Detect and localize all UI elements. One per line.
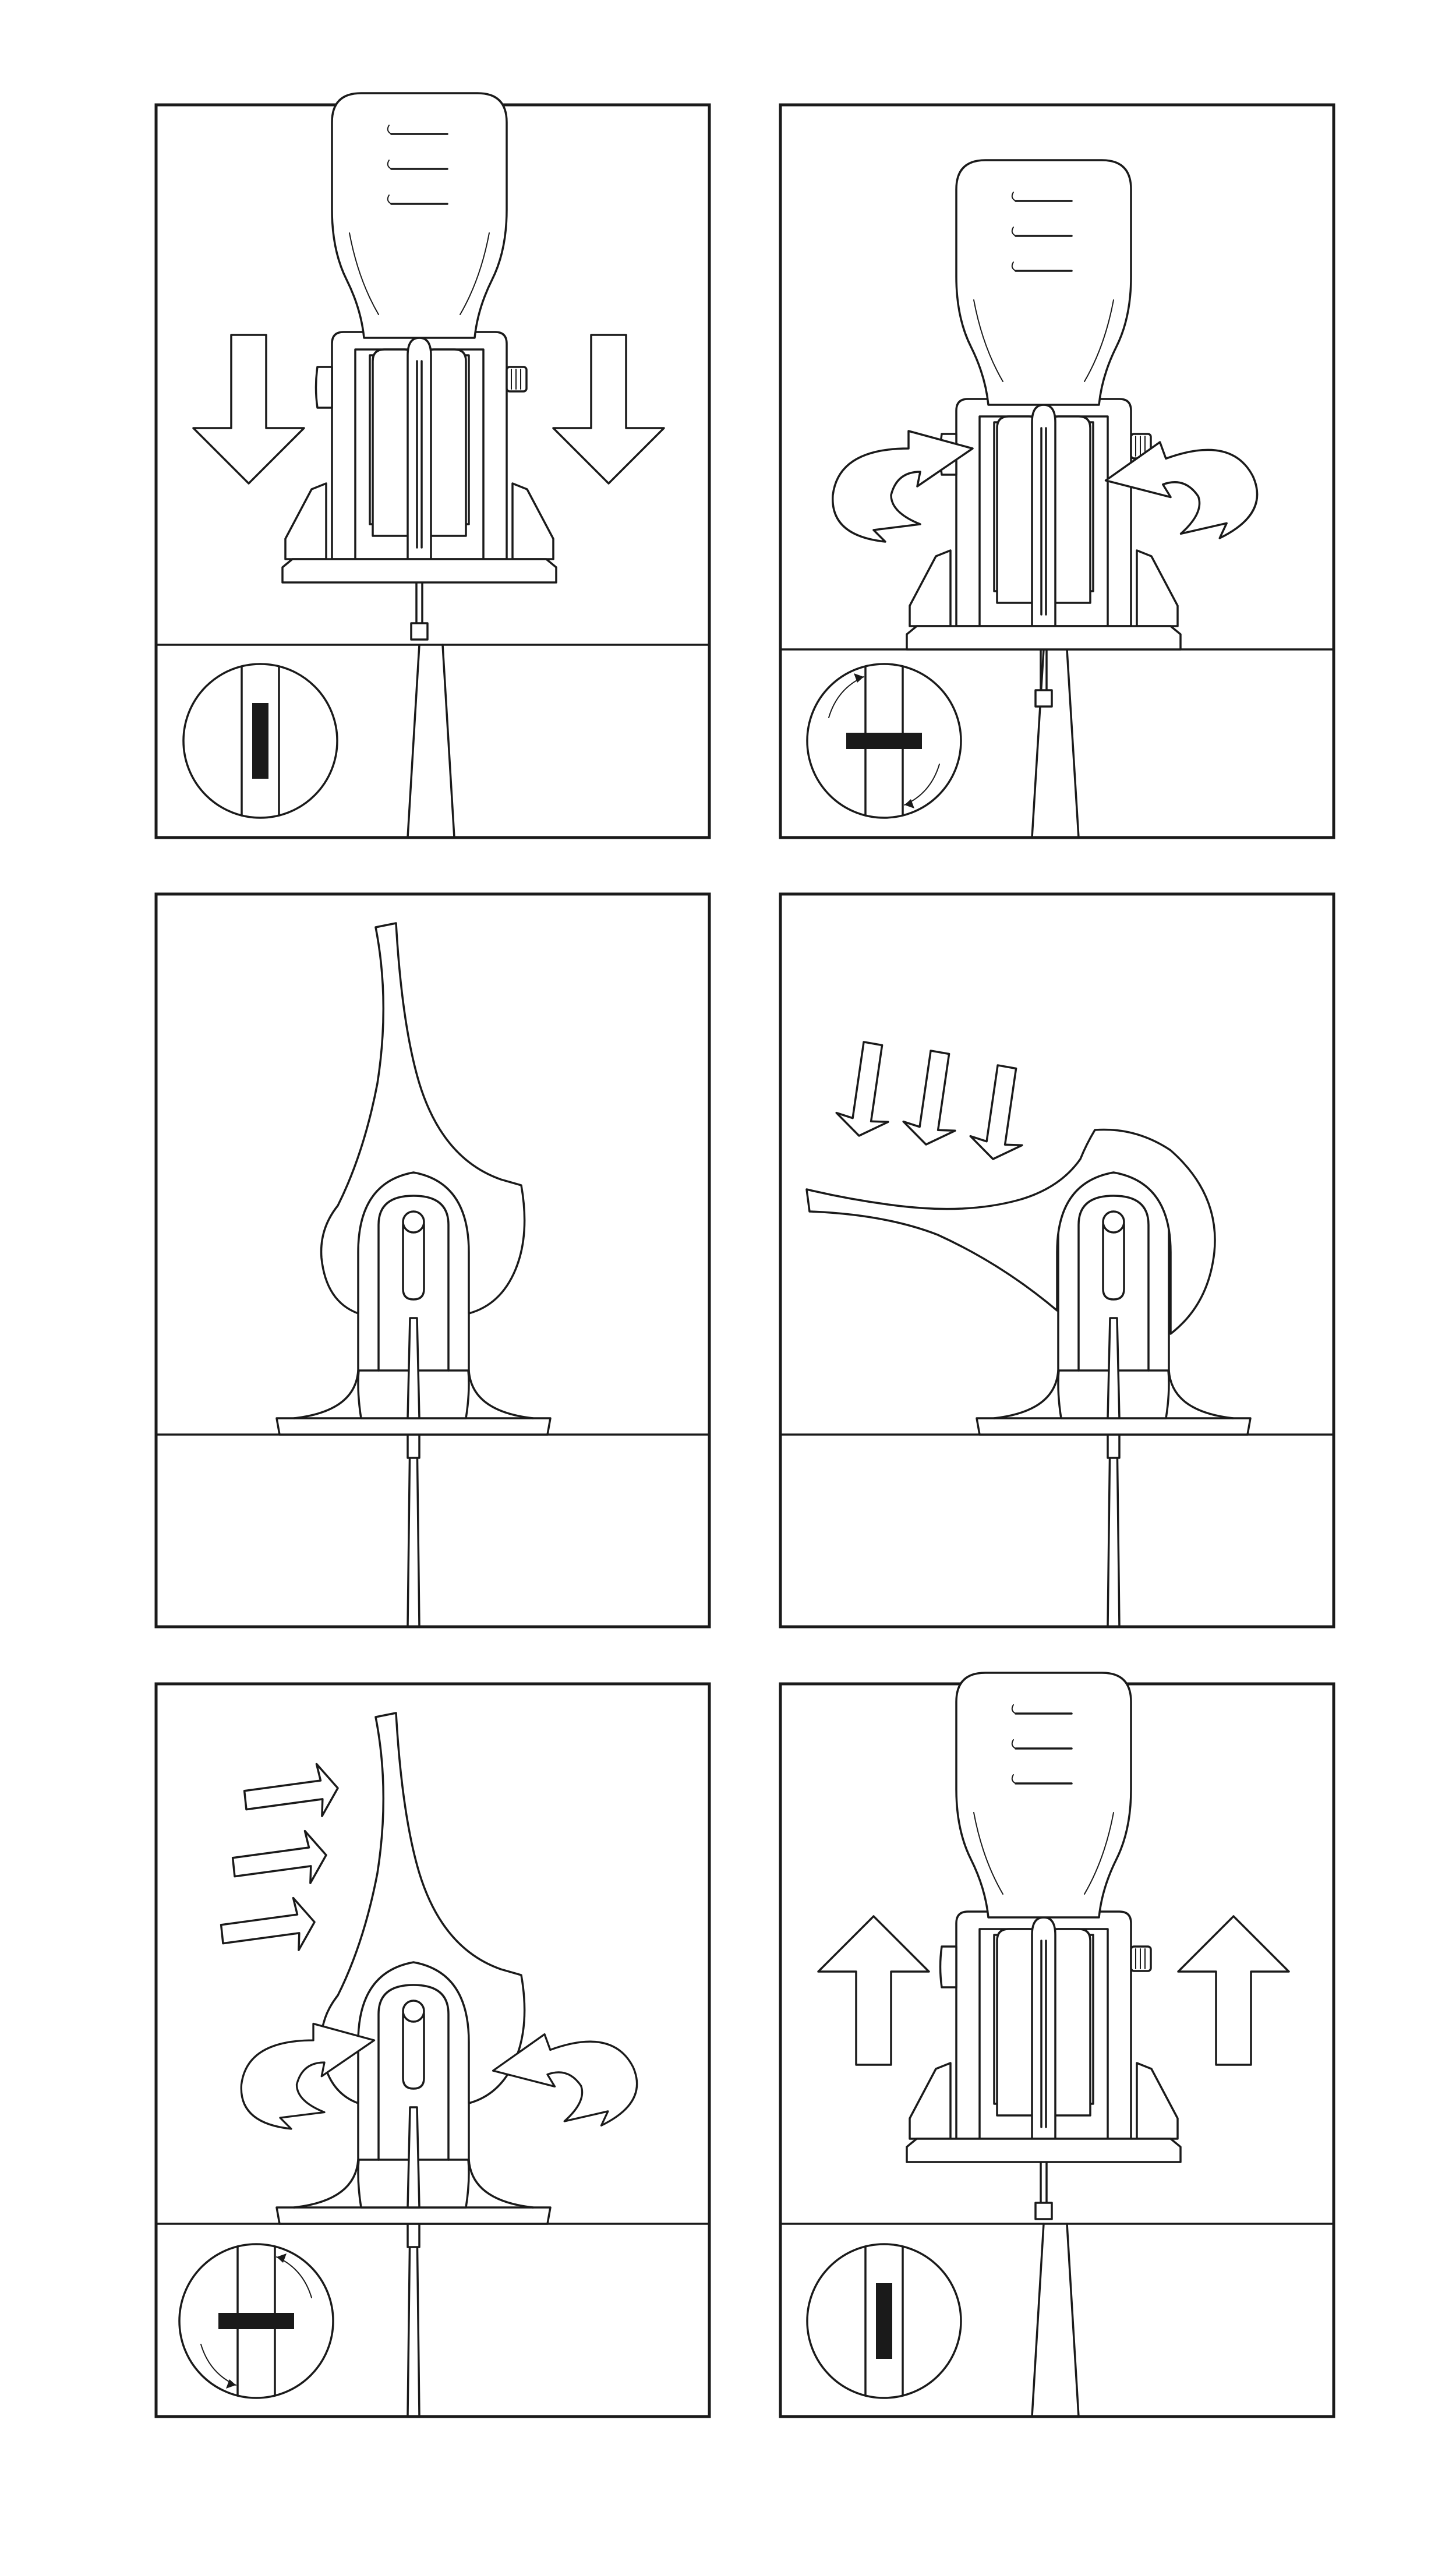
panel-2-frame <box>779 103 1335 839</box>
panel-3-heel-upright <box>320 922 526 1315</box>
panel-1-arrow-right-down <box>552 334 665 485</box>
panel-2-twist-arrow-left <box>832 430 974 543</box>
panel-5-push-arrow-2 <box>229 1828 330 1892</box>
panel-5-push-arrow-1 <box>241 1761 342 1825</box>
panel-3 <box>154 892 711 1629</box>
panel-5-heel-upright <box>320 1712 526 2104</box>
panel-4-press-arrow-3 <box>966 1061 1036 1165</box>
panel-1 <box>154 92 711 839</box>
panel-6-holder <box>906 1672 1182 2220</box>
panel-4 <box>779 892 1335 1629</box>
panel-6-arrow-left-up <box>817 1915 930 2066</box>
panel-2 <box>779 103 1335 839</box>
panel-4-frame <box>779 892 1335 1629</box>
panel-4-heel-tilted <box>805 1128 1216 1335</box>
panel-5 <box>154 1682 711 2418</box>
panel-5-push-arrow-3 <box>218 1895 319 1959</box>
panel-1-arrow-left-down <box>192 334 305 485</box>
panel-6-dial-vertical <box>806 2243 962 2399</box>
panel-2-dial-horizontal <box>806 663 962 819</box>
panel-1-dial-vertical <box>182 663 338 819</box>
panel-4-press-arrow-1 <box>832 1038 902 1142</box>
panel-3-frame <box>154 892 711 1629</box>
panel-4-press-arrow-2 <box>899 1047 969 1150</box>
panel-6 <box>779 1672 1335 2418</box>
panel-2-holder <box>906 159 1182 708</box>
panel-6-arrow-right-up <box>1177 1915 1290 2066</box>
panel-5-dial-horizontal <box>178 2243 334 2399</box>
panel-5-frame <box>154 1682 711 2418</box>
panel-1-holder <box>281 92 557 641</box>
